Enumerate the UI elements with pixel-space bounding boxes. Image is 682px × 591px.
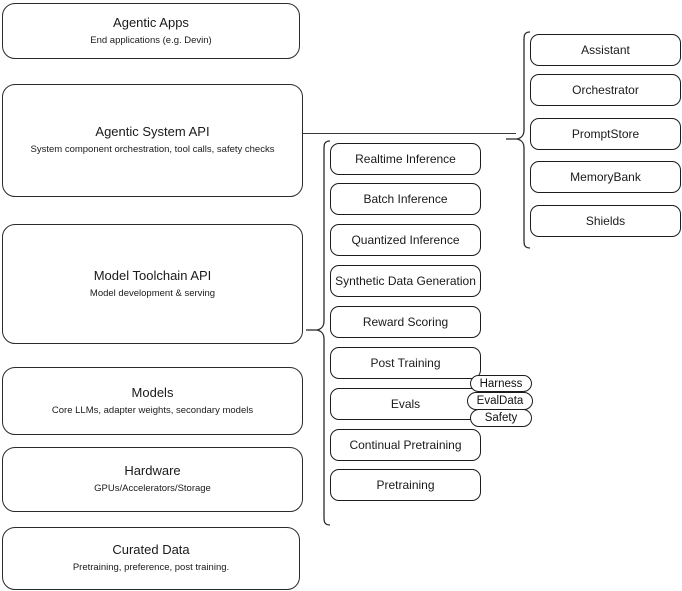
layer-subtitle: Model development & serving — [89, 287, 216, 299]
layer-title: Agentic System API — [95, 124, 210, 140]
evals-tag-label: Harness — [479, 377, 523, 390]
capability-box-post-training[interactable]: Post Training — [330, 347, 481, 379]
component-label: Assistant — [581, 43, 630, 57]
layer-box-hardware[interactable]: Hardware GPUs/Accelerators/Storage — [2, 447, 303, 512]
component-box-orchestrator[interactable]: Orchestrator — [530, 74, 681, 106]
component-label: PromptStore — [571, 127, 640, 141]
layer-subtitle: System component orchestration, tool cal… — [30, 144, 275, 156]
capability-box-pretraining[interactable]: Pretraining — [330, 469, 481, 501]
layer-title: Curated Data — [112, 542, 190, 558]
model-toolchain-brace — [306, 140, 331, 526]
evals-tag-label: Safety — [484, 412, 518, 424]
capability-box-evals[interactable]: Evals — [330, 388, 481, 420]
layer-title: Models — [131, 384, 174, 400]
evals-tag-harness[interactable]: Harness — [470, 375, 532, 392]
capability-label: Evals — [390, 397, 421, 411]
capability-label: Batch Inference — [363, 192, 448, 206]
layer-box-models[interactable]: Models Core LLMs, adapter weights, secon… — [2, 367, 303, 435]
evals-tag-evaldata[interactable]: EvalData — [467, 392, 533, 410]
component-box-assistant[interactable]: Assistant — [530, 34, 681, 66]
capability-box-batch-inference[interactable]: Batch Inference — [330, 183, 481, 215]
capability-label: Realtime Inference — [355, 152, 456, 166]
capability-box-quantized-inference[interactable]: Quantized Inference — [330, 224, 481, 256]
capability-box-continual-pretraining[interactable]: Continual Pretraining — [330, 429, 481, 461]
layer-subtitle: End applications (e.g. Devin) — [90, 34, 212, 46]
capability-box-realtime-inference[interactable]: Realtime Inference — [330, 143, 481, 175]
capability-label: Quantized Inference — [351, 233, 460, 247]
component-label: Shields — [585, 214, 626, 228]
capability-label: Continual Pretraining — [349, 438, 462, 452]
component-box-shields[interactable]: Shields — [530, 205, 681, 237]
capability-label: Synthetic Data Generation — [335, 274, 476, 288]
layer-title: Hardware — [124, 463, 181, 479]
component-label: MemoryBank — [570, 170, 641, 184]
component-box-promptstore[interactable]: PromptStore — [530, 118, 681, 150]
layer-subtitle: Pretraining, preference, post training. — [72, 562, 230, 574]
layer-box-agentic-system-api[interactable]: Agentic System API System component orch… — [2, 84, 303, 197]
capability-box-reward-scoring[interactable]: Reward Scoring — [330, 306, 481, 338]
layer-subtitle: GPUs/Accelerators/Storage — [94, 483, 211, 495]
layer-subtitle: Core LLMs, adapter weights, secondary mo… — [51, 404, 254, 416]
component-box-memorybank[interactable]: MemoryBank — [530, 161, 681, 193]
capability-box-synthetic-data-generation[interactable]: Synthetic Data Generation — [330, 265, 481, 297]
capability-label: Pretraining — [376, 478, 435, 492]
layer-box-model-toolchain-api[interactable]: Model Toolchain API Model development & … — [2, 224, 303, 344]
layer-box-agentic-apps[interactable]: Agentic Apps End applications (e.g. Devi… — [2, 3, 300, 59]
agentic-system-brace — [506, 31, 531, 249]
evals-tag-label: EvalData — [476, 395, 524, 407]
layer-title: Model Toolchain API — [93, 267, 212, 283]
component-label: Orchestrator — [572, 83, 639, 97]
agentic-system-connector-line — [303, 133, 516, 135]
layer-title: Agentic Apps — [113, 14, 189, 30]
layer-box-curated-data[interactable]: Curated Data Pretraining, preference, po… — [2, 527, 300, 590]
evals-tag-safety[interactable]: Safety — [470, 409, 532, 427]
capability-label: Reward Scoring — [362, 315, 449, 329]
capability-label: Post Training — [370, 356, 441, 370]
